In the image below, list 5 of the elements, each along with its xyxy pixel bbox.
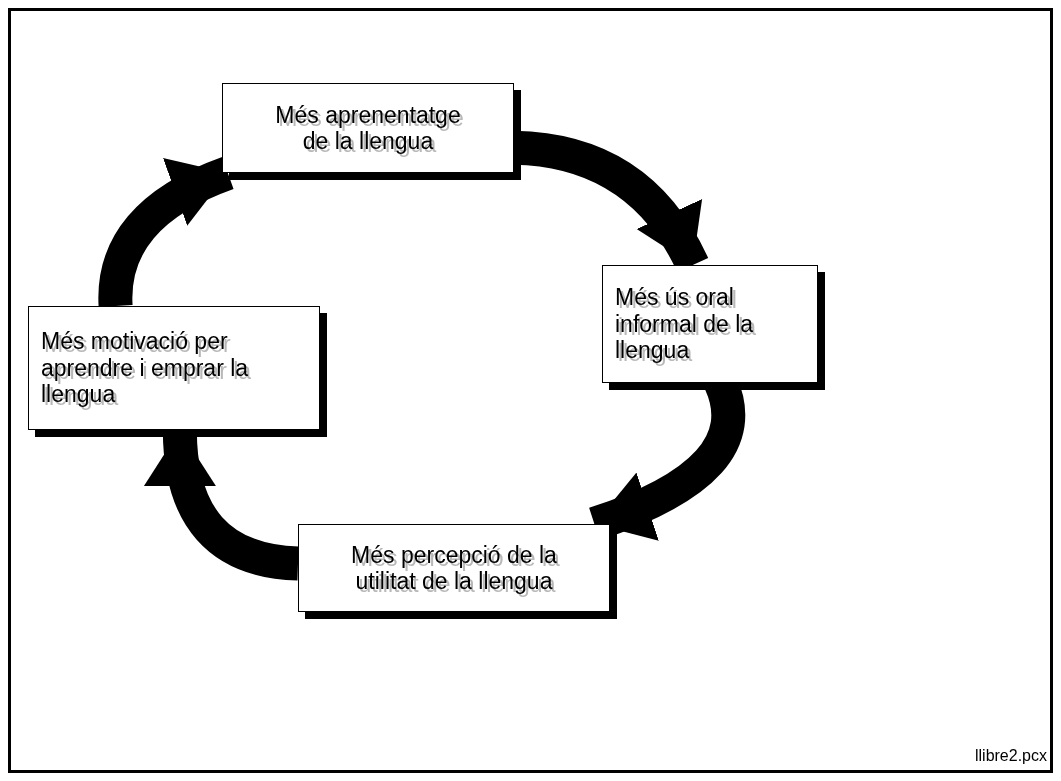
box-text: Més aprenentatge de la llengua — [274, 101, 462, 155]
box-text: Més percepció de la utilitat de la llengua — [350, 541, 558, 595]
file-name-label: llibre2.pcx — [974, 747, 1047, 765]
box-text: Més motivació per aprendre i emprar la llengua — [41, 328, 250, 408]
box-text: Més ús oral informal de la llengua — [615, 284, 755, 364]
